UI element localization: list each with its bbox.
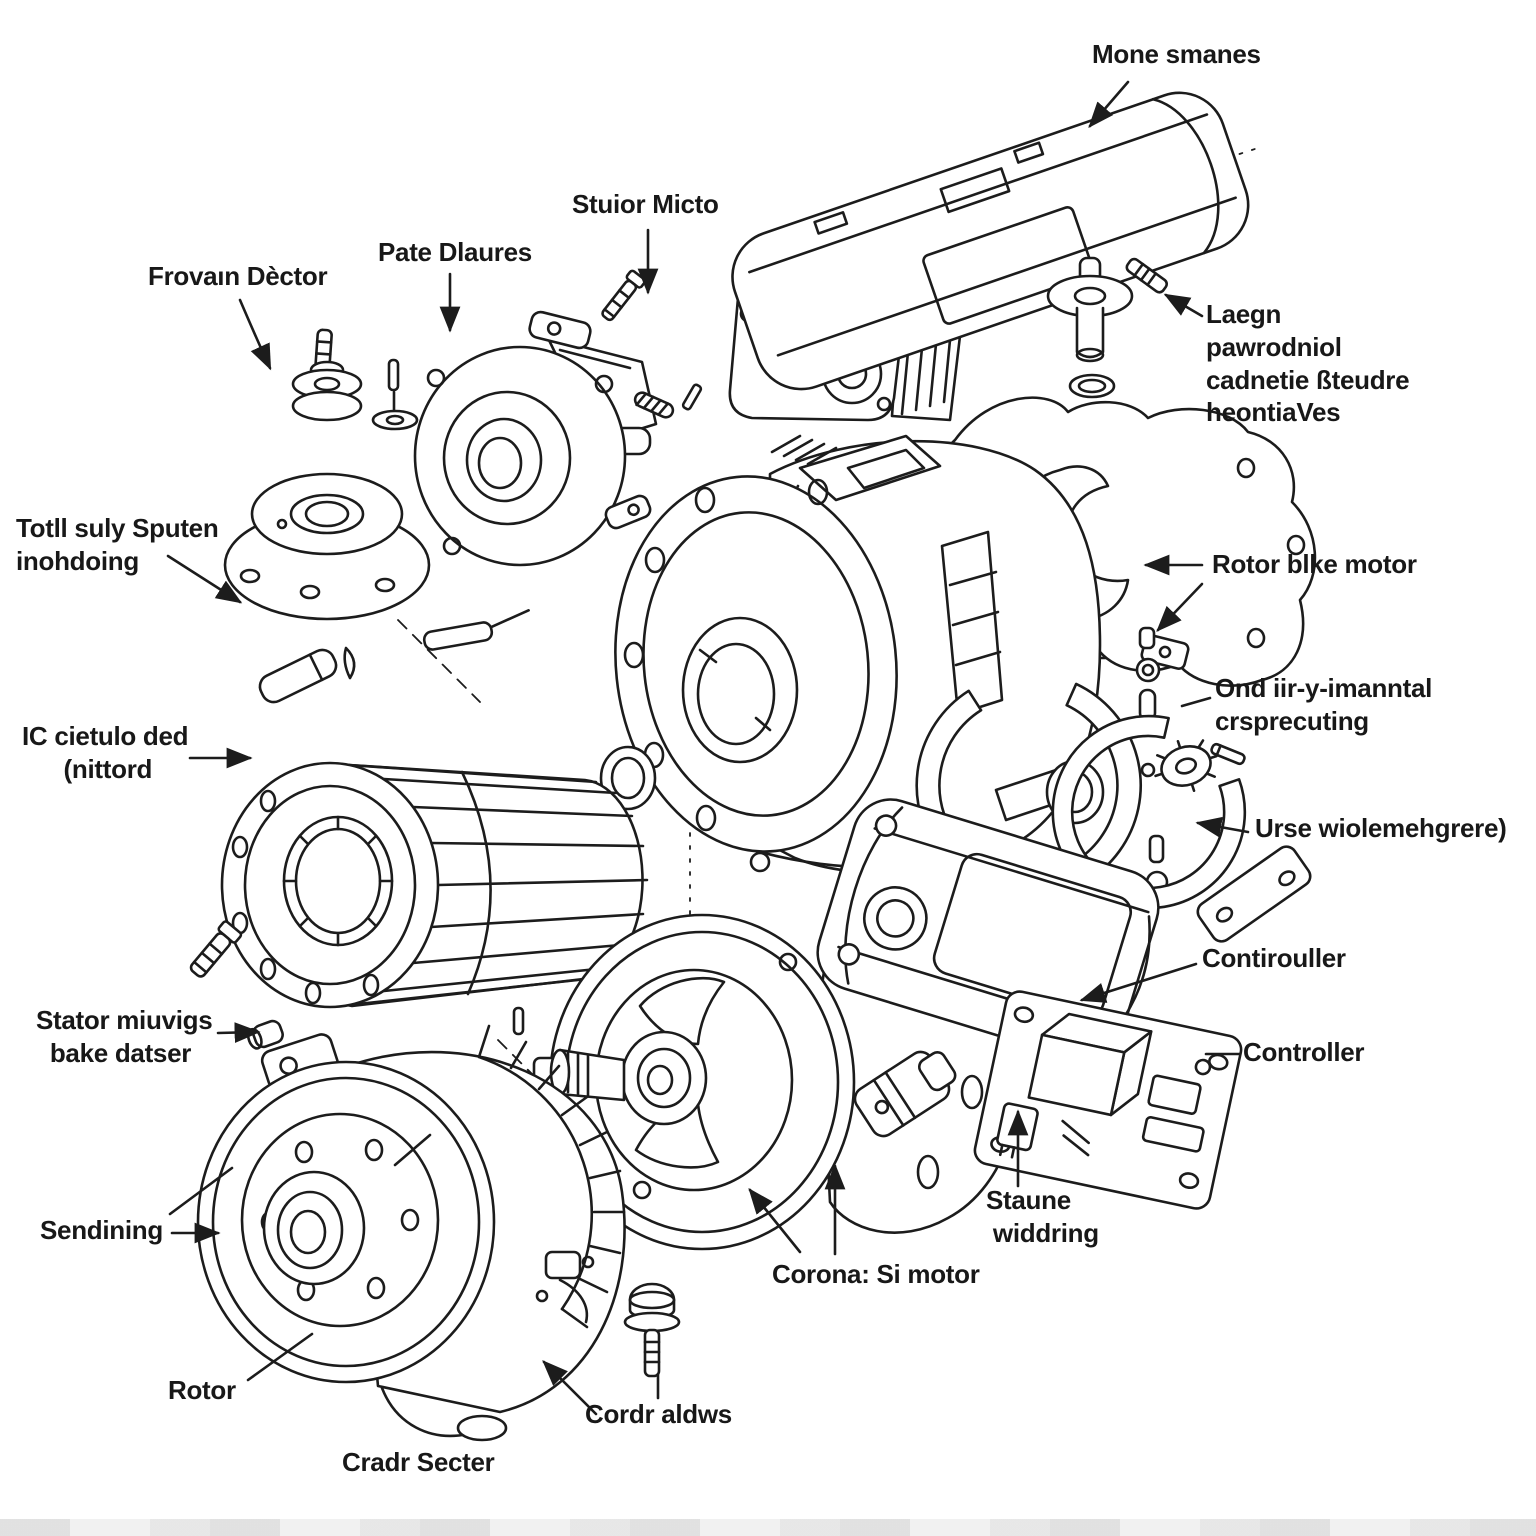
label-rotor: Rotor — [168, 1375, 236, 1405]
leader-arrows — [166, 80, 1250, 1416]
shaft-plug — [1046, 256, 1134, 399]
scan-artifact-band — [0, 1519, 1536, 1536]
label-stator-block: Stator miuvigs bake datser — [36, 1005, 213, 1068]
stator-core — [220, 761, 649, 1009]
label-totll-block: Totll suly Sputen inohdoing — [16, 513, 219, 576]
main-motor-housing — [614, 434, 1102, 875]
small-bolt — [1125, 257, 1168, 294]
label-staune-block: Staune widdring — [986, 1185, 1099, 1248]
label-frovain-dector: Frovaın Dèctor — [148, 261, 328, 291]
front-end-cover — [413, 310, 658, 567]
label-ond-block: Ond iir-y-imanntal crsprecuting — [1215, 673, 1433, 736]
label-corona: Corona: Si motor — [772, 1259, 980, 1289]
label-cordr-aldws: Cordr aldws — [585, 1399, 732, 1429]
label-rotor-blke-motor: Rotor blke motor — [1212, 549, 1417, 579]
mounting-hub-cluster — [223, 328, 431, 621]
drive-unit-housing — [731, 91, 1250, 391]
cable-plug — [853, 1050, 957, 1138]
claw-gear-piece — [1140, 739, 1246, 793]
controller-pcb — [973, 990, 1243, 1210]
label-sendining: Sendining — [40, 1215, 163, 1245]
label-laegn-block: Laegn pawrodniol cadnetie ßteudre heonti… — [1206, 299, 1410, 428]
label-cradr-secter: Cradr Secter — [342, 1447, 495, 1477]
cap-nut-bolt — [623, 1282, 681, 1378]
label-pate-dlaures: Pate Dlaures — [378, 237, 532, 267]
hardware-column — [1135, 626, 1161, 722]
label-contirouller: Contirouller — [1202, 943, 1346, 973]
label-stuior-micto: Stuior Micto — [572, 189, 719, 219]
label-urse: Urse wiolemehgrere) — [1255, 813, 1507, 843]
label-ic-block: IC cietulo ded (nittord — [22, 721, 189, 784]
rotor-drum — [196, 1024, 626, 1442]
loose-fasteners — [258, 269, 1119, 704]
label-mone-smanes: Mone smanes — [1092, 39, 1261, 69]
label-controller: Controller — [1243, 1037, 1365, 1067]
